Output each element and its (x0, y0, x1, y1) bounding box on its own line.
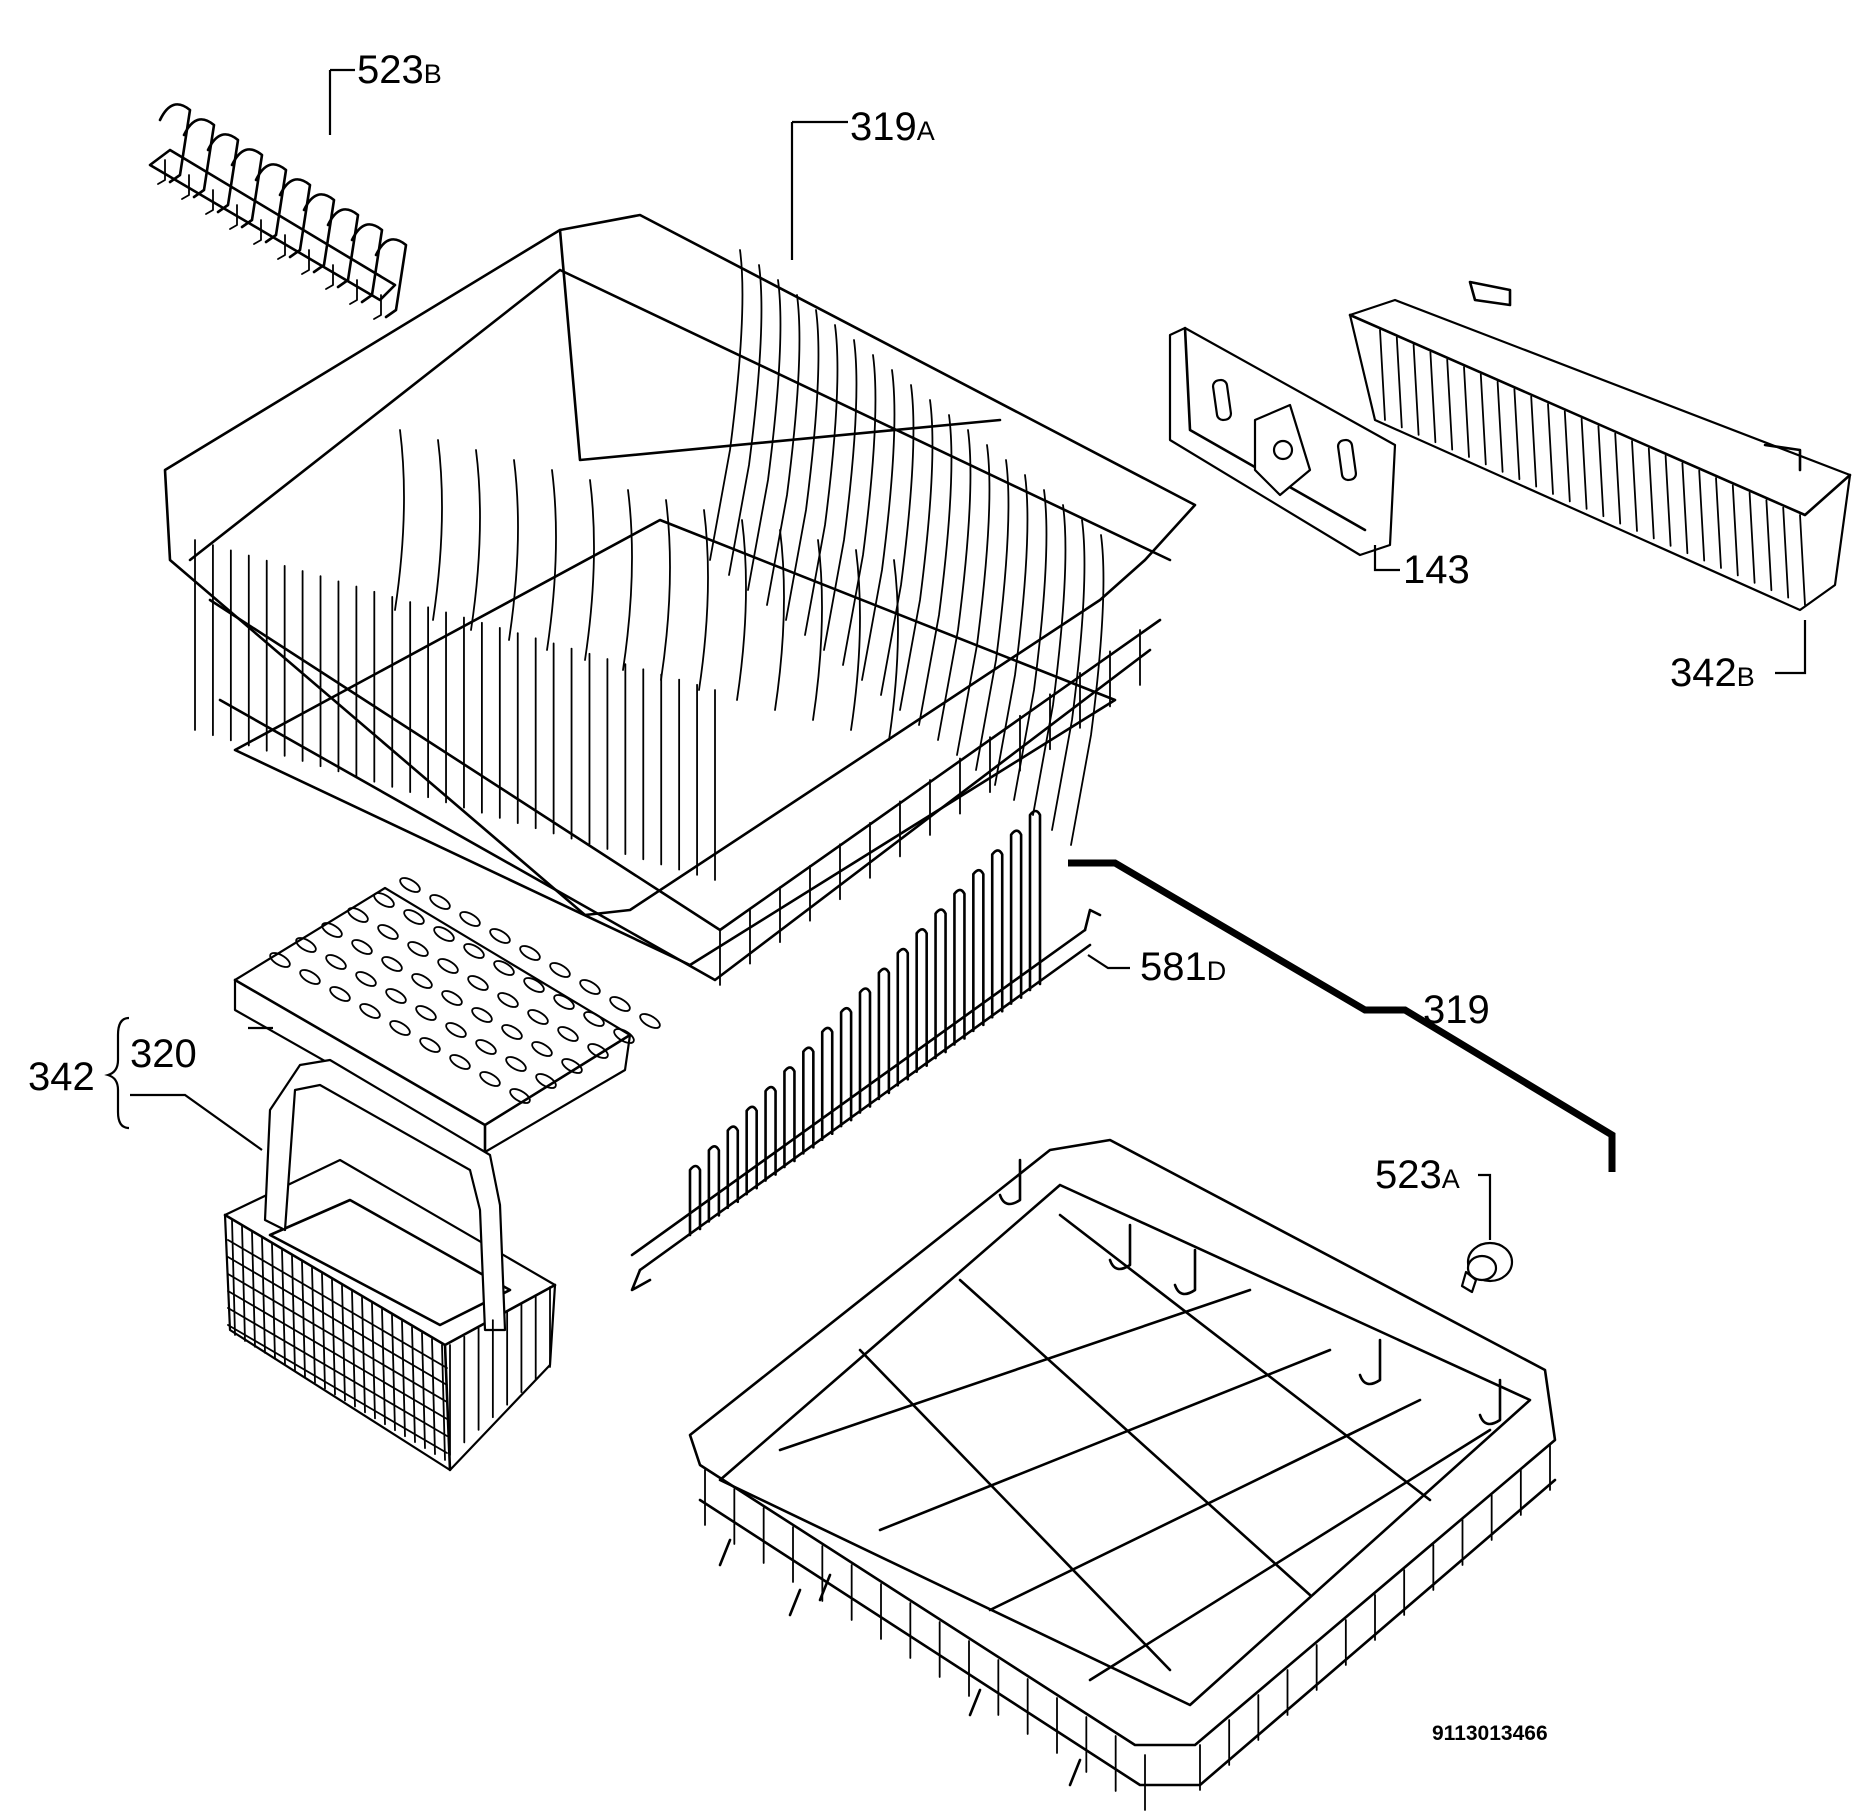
label-319: 319 (1423, 988, 1490, 1032)
label-581D: 581D (1140, 945, 1226, 989)
upper-basket-icon (163, 213, 1197, 986)
lower-basket-icon (688, 1138, 1557, 1811)
plate-rack-insert-icon (630, 809, 1102, 1292)
cutlery-basket-grid-cover-icon (233, 877, 661, 1154)
assembly-bracket-319 (1068, 859, 1616, 1172)
label-523A: 523A (1375, 1153, 1460, 1197)
side-cutlery-basket-icon (1348, 280, 1852, 612)
label-342: 342 (28, 1055, 95, 1099)
cutlery-basket-icon (223, 1058, 557, 1472)
label-143: 143 (1403, 548, 1470, 592)
label-523B: 523B (357, 48, 442, 92)
rack-adjuster-bracket-icon (1168, 326, 1397, 557)
leader-lines (104, 68, 1807, 1240)
document-number: 9113013466 (1432, 1722, 1548, 1745)
cup-rack-clip-icon (148, 103, 408, 320)
basket-wheel-icon (1460, 1241, 1514, 1294)
label-320: 320 (130, 1032, 197, 1076)
label-342B: 342B (1670, 651, 1755, 695)
label-319A: 319A (850, 105, 935, 149)
